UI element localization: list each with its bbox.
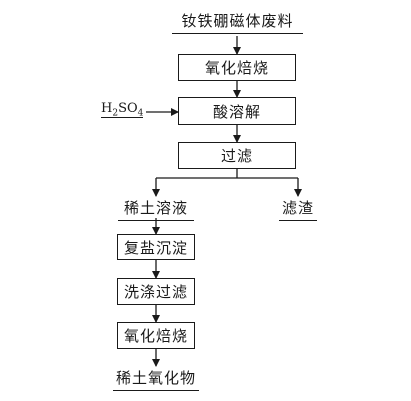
product-filter-residue: 滤渣 — [279, 197, 317, 221]
process-box-double-salt-precipitation: 复盐沉淀 — [117, 234, 195, 260]
reagent-h2so4: H2SO4 — [101, 101, 144, 119]
product-rare-earth-solution: 稀土溶液 — [118, 197, 194, 221]
process-box-dissolve: 酸溶解 — [178, 97, 296, 125]
product-rare-earth-oxide: 稀土氧化物 — [113, 367, 199, 391]
process-box-filter: 过滤 — [178, 142, 296, 169]
start-material: 钕铁硼磁体废料 — [172, 10, 303, 34]
process-box-roast-2: 氧化焙烧 — [117, 322, 195, 349]
process-box-roast: 氧化焙烧 — [178, 54, 296, 81]
process-box-wash-filter: 洗涤过滤 — [117, 278, 195, 305]
